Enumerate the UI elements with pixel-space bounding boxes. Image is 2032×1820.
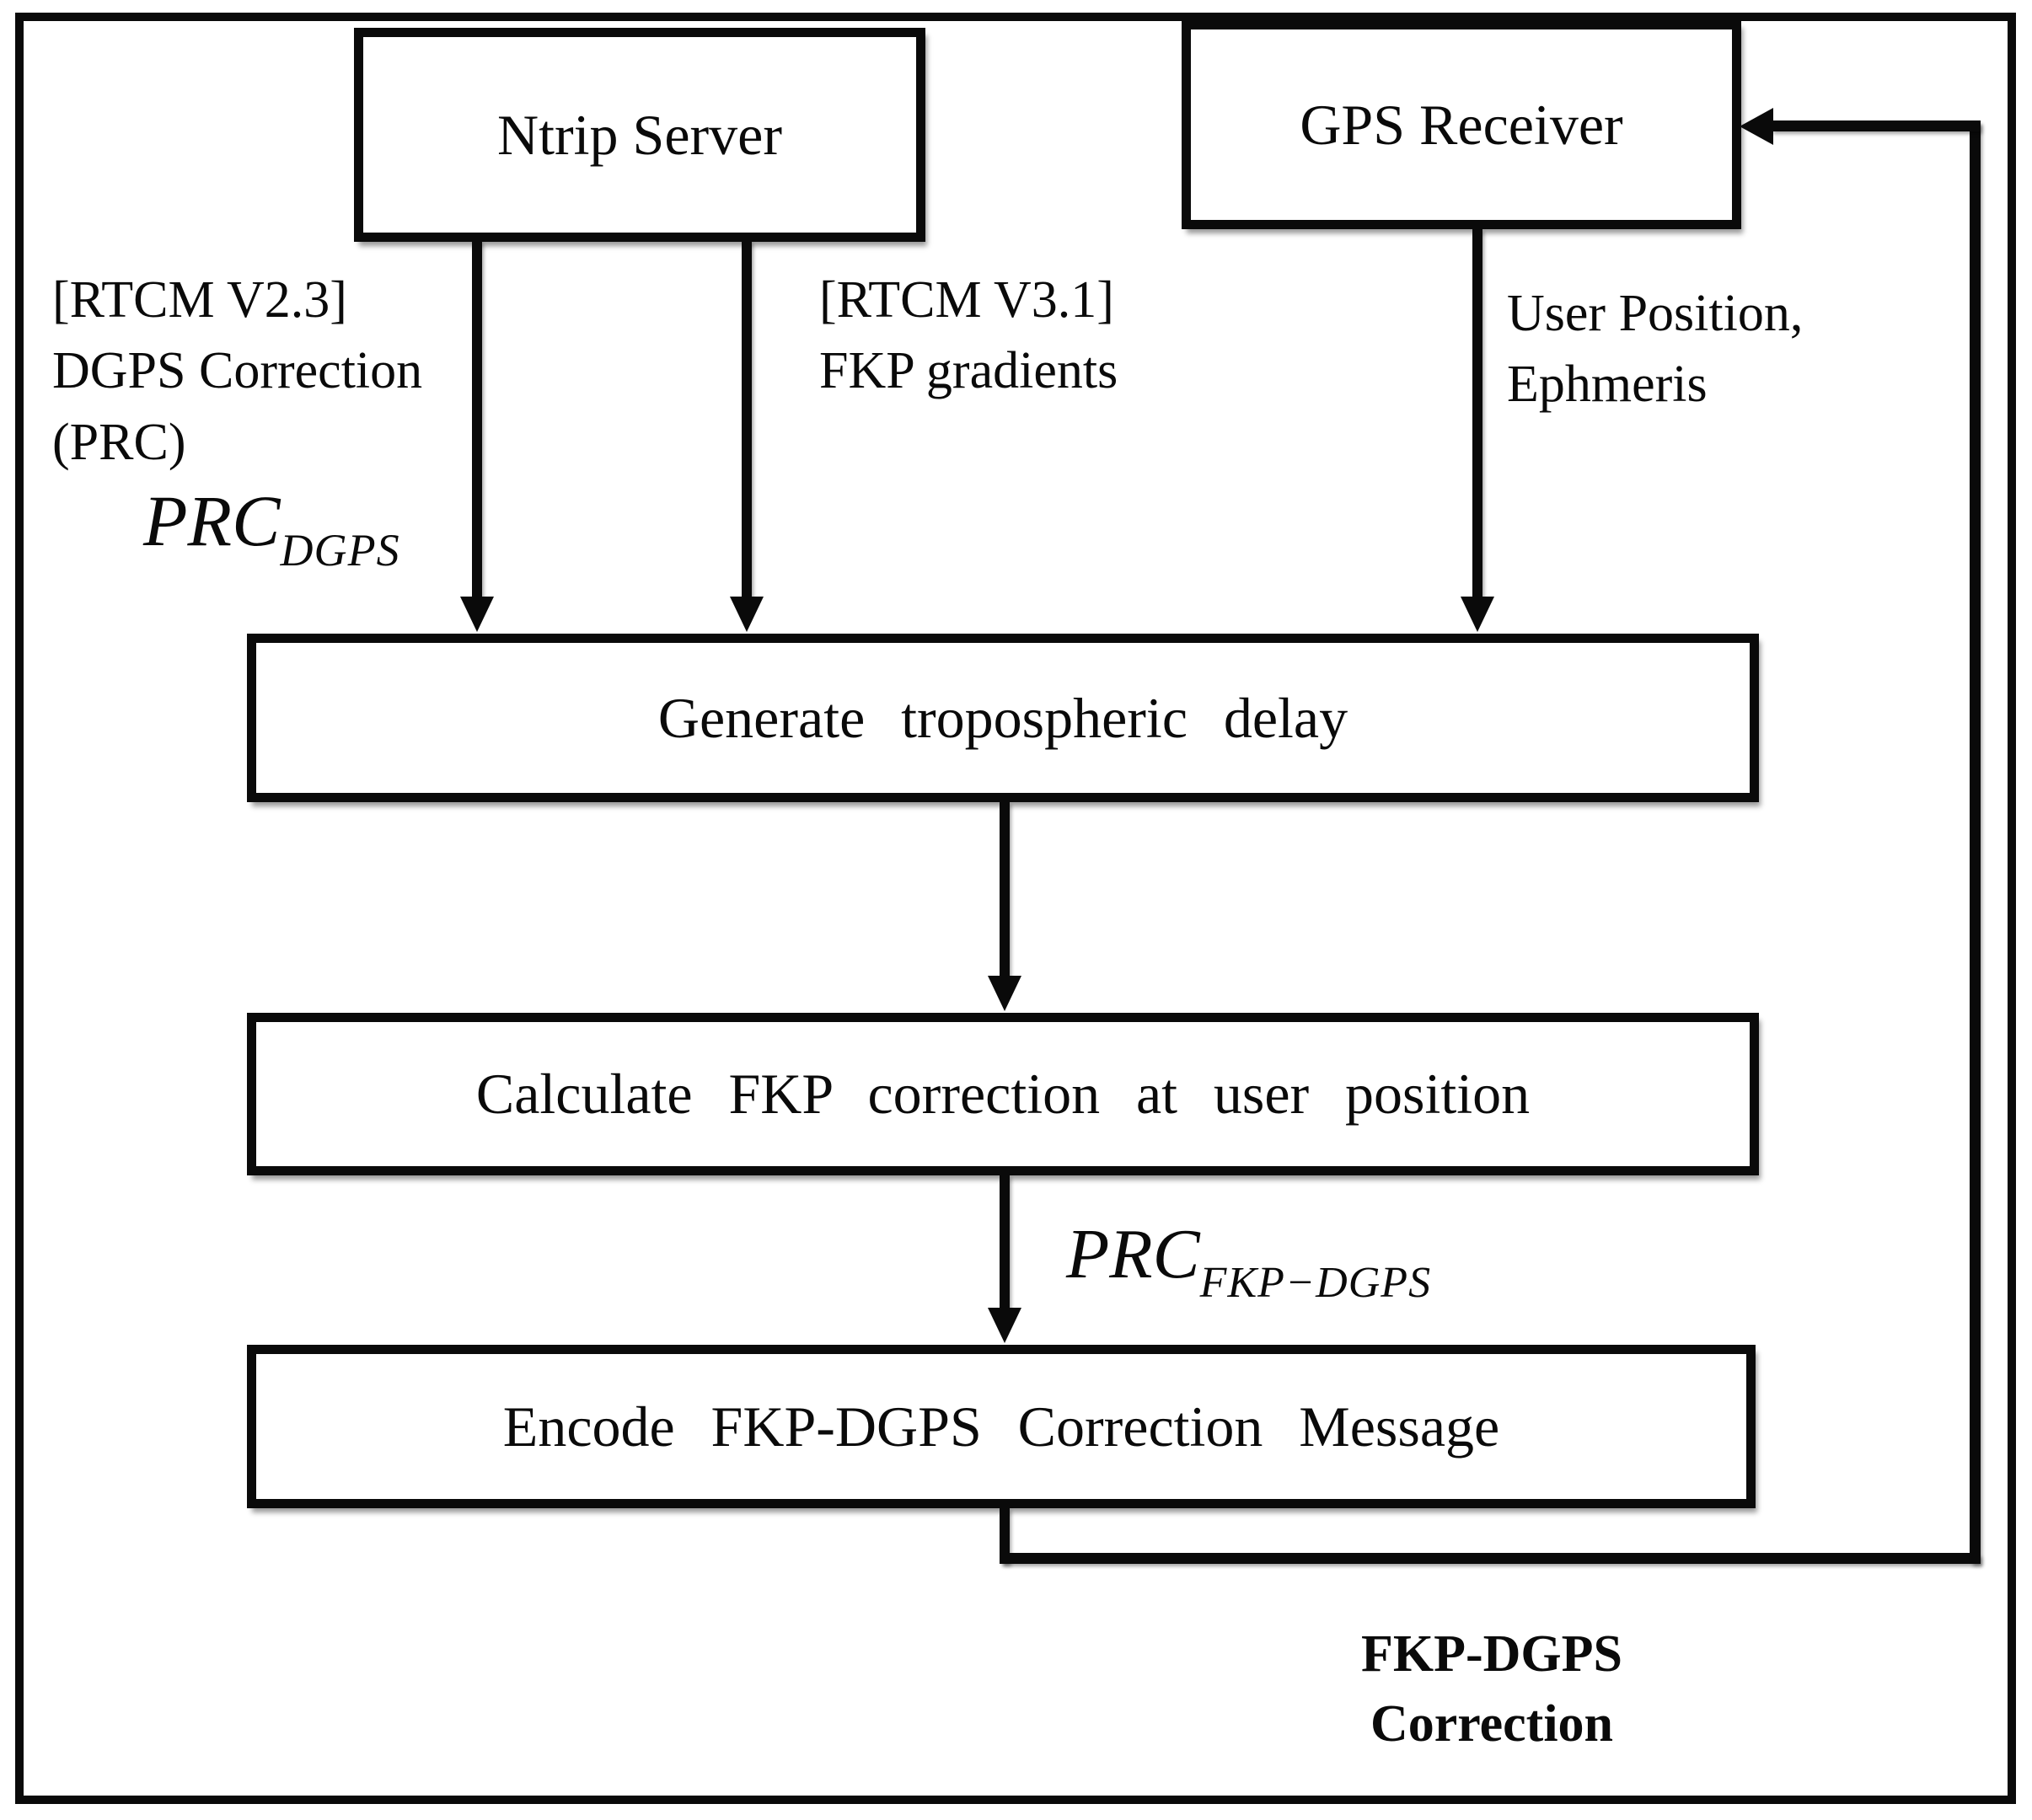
- label-prc-fkp-dgps-formula: PRCFKP−DGPS: [1066, 1213, 1431, 1307]
- label-line: [RTCM V3.1]: [819, 271, 1114, 329]
- label-rtcm-v31-fkp-gradients: [RTCM V3.1] FKP gradients: [819, 265, 1118, 407]
- label-fkp-dgps-correction-output: FKP-DGPS Correction: [1239, 1619, 1745, 1759]
- label-prc-dgps-formula: PRCDGPS: [143, 479, 400, 575]
- label-line: Correction: [1370, 1695, 1614, 1753]
- edge-encode-feedback-down-line: [1000, 1507, 1010, 1564]
- node-ntrip-server-label: Ntrip Server: [496, 102, 782, 167]
- edge-feedback-top-horizontal-line: [1770, 120, 1981, 131]
- label-line: (PRC): [52, 413, 186, 471]
- arrowhead-down-icon: [988, 1308, 1021, 1343]
- edge-feedback-bottom-horizontal-line: [1000, 1553, 1981, 1564]
- label-line: [RTCM V2.3]: [52, 271, 347, 329]
- formula-subscript: FKP−DGPS: [1199, 1259, 1432, 1308]
- arrowhead-down-icon: [1461, 597, 1494, 632]
- formula-base: PRC: [143, 480, 281, 561]
- formula-base: PRC: [1066, 1215, 1200, 1293]
- node-gps-receiver-label: GPS Receiver: [1300, 92, 1623, 157]
- node-ntrip-server: Ntrip Server: [354, 28, 925, 242]
- label-line: User Position,: [1507, 285, 1804, 342]
- edge-gps-to-generate-line: [1472, 228, 1482, 598]
- formula-subscript: DGPS: [280, 525, 400, 576]
- arrowhead-down-icon: [730, 597, 764, 632]
- label-user-position-ephmeris: User Position, Ephmeris: [1507, 278, 1803, 420]
- label-line: DGPS Correction: [52, 342, 423, 400]
- label-line: FKP-DGPS: [1361, 1625, 1622, 1683]
- node-encode-label: Encode FKP-DGPS Correction Message: [502, 1394, 1500, 1459]
- arrowhead-down-icon: [988, 976, 1021, 1011]
- node-generate-tropospheric-delay: Generate tropospheric delay: [247, 634, 1759, 802]
- edge-ntrip-to-generate-left-line: [472, 239, 482, 598]
- label-rtcm-v23-dgps-correction: [RTCM V2.3] DGPS Correction (PRC): [52, 265, 422, 478]
- label-line: Ephmeris: [1507, 356, 1708, 414]
- edge-ntrip-to-generate-right-line: [742, 239, 752, 598]
- edge-feedback-right-vertical-line: [1970, 120, 1981, 1564]
- node-encode-fkp-dgps-message: Encode FKP-DGPS Correction Message: [247, 1345, 1756, 1508]
- node-generate-label: Generate tropospheric delay: [657, 685, 1348, 750]
- node-calculate-fkp-correction: Calculate FKP correction at user positio…: [247, 1013, 1759, 1175]
- arrowhead-down-icon: [460, 597, 494, 632]
- edge-calculate-to-encode-line: [1000, 1174, 1010, 1312]
- arrowhead-left-icon: [1740, 108, 1773, 145]
- node-gps-receiver: GPS Receiver: [1182, 20, 1741, 229]
- edge-generate-to-calculate-line: [1000, 800, 1010, 979]
- diagram-border: [15, 13, 2016, 1804]
- label-line: FKP gradients: [819, 342, 1118, 400]
- node-calculate-label: Calculate FKP correction at user positio…: [475, 1062, 1531, 1127]
